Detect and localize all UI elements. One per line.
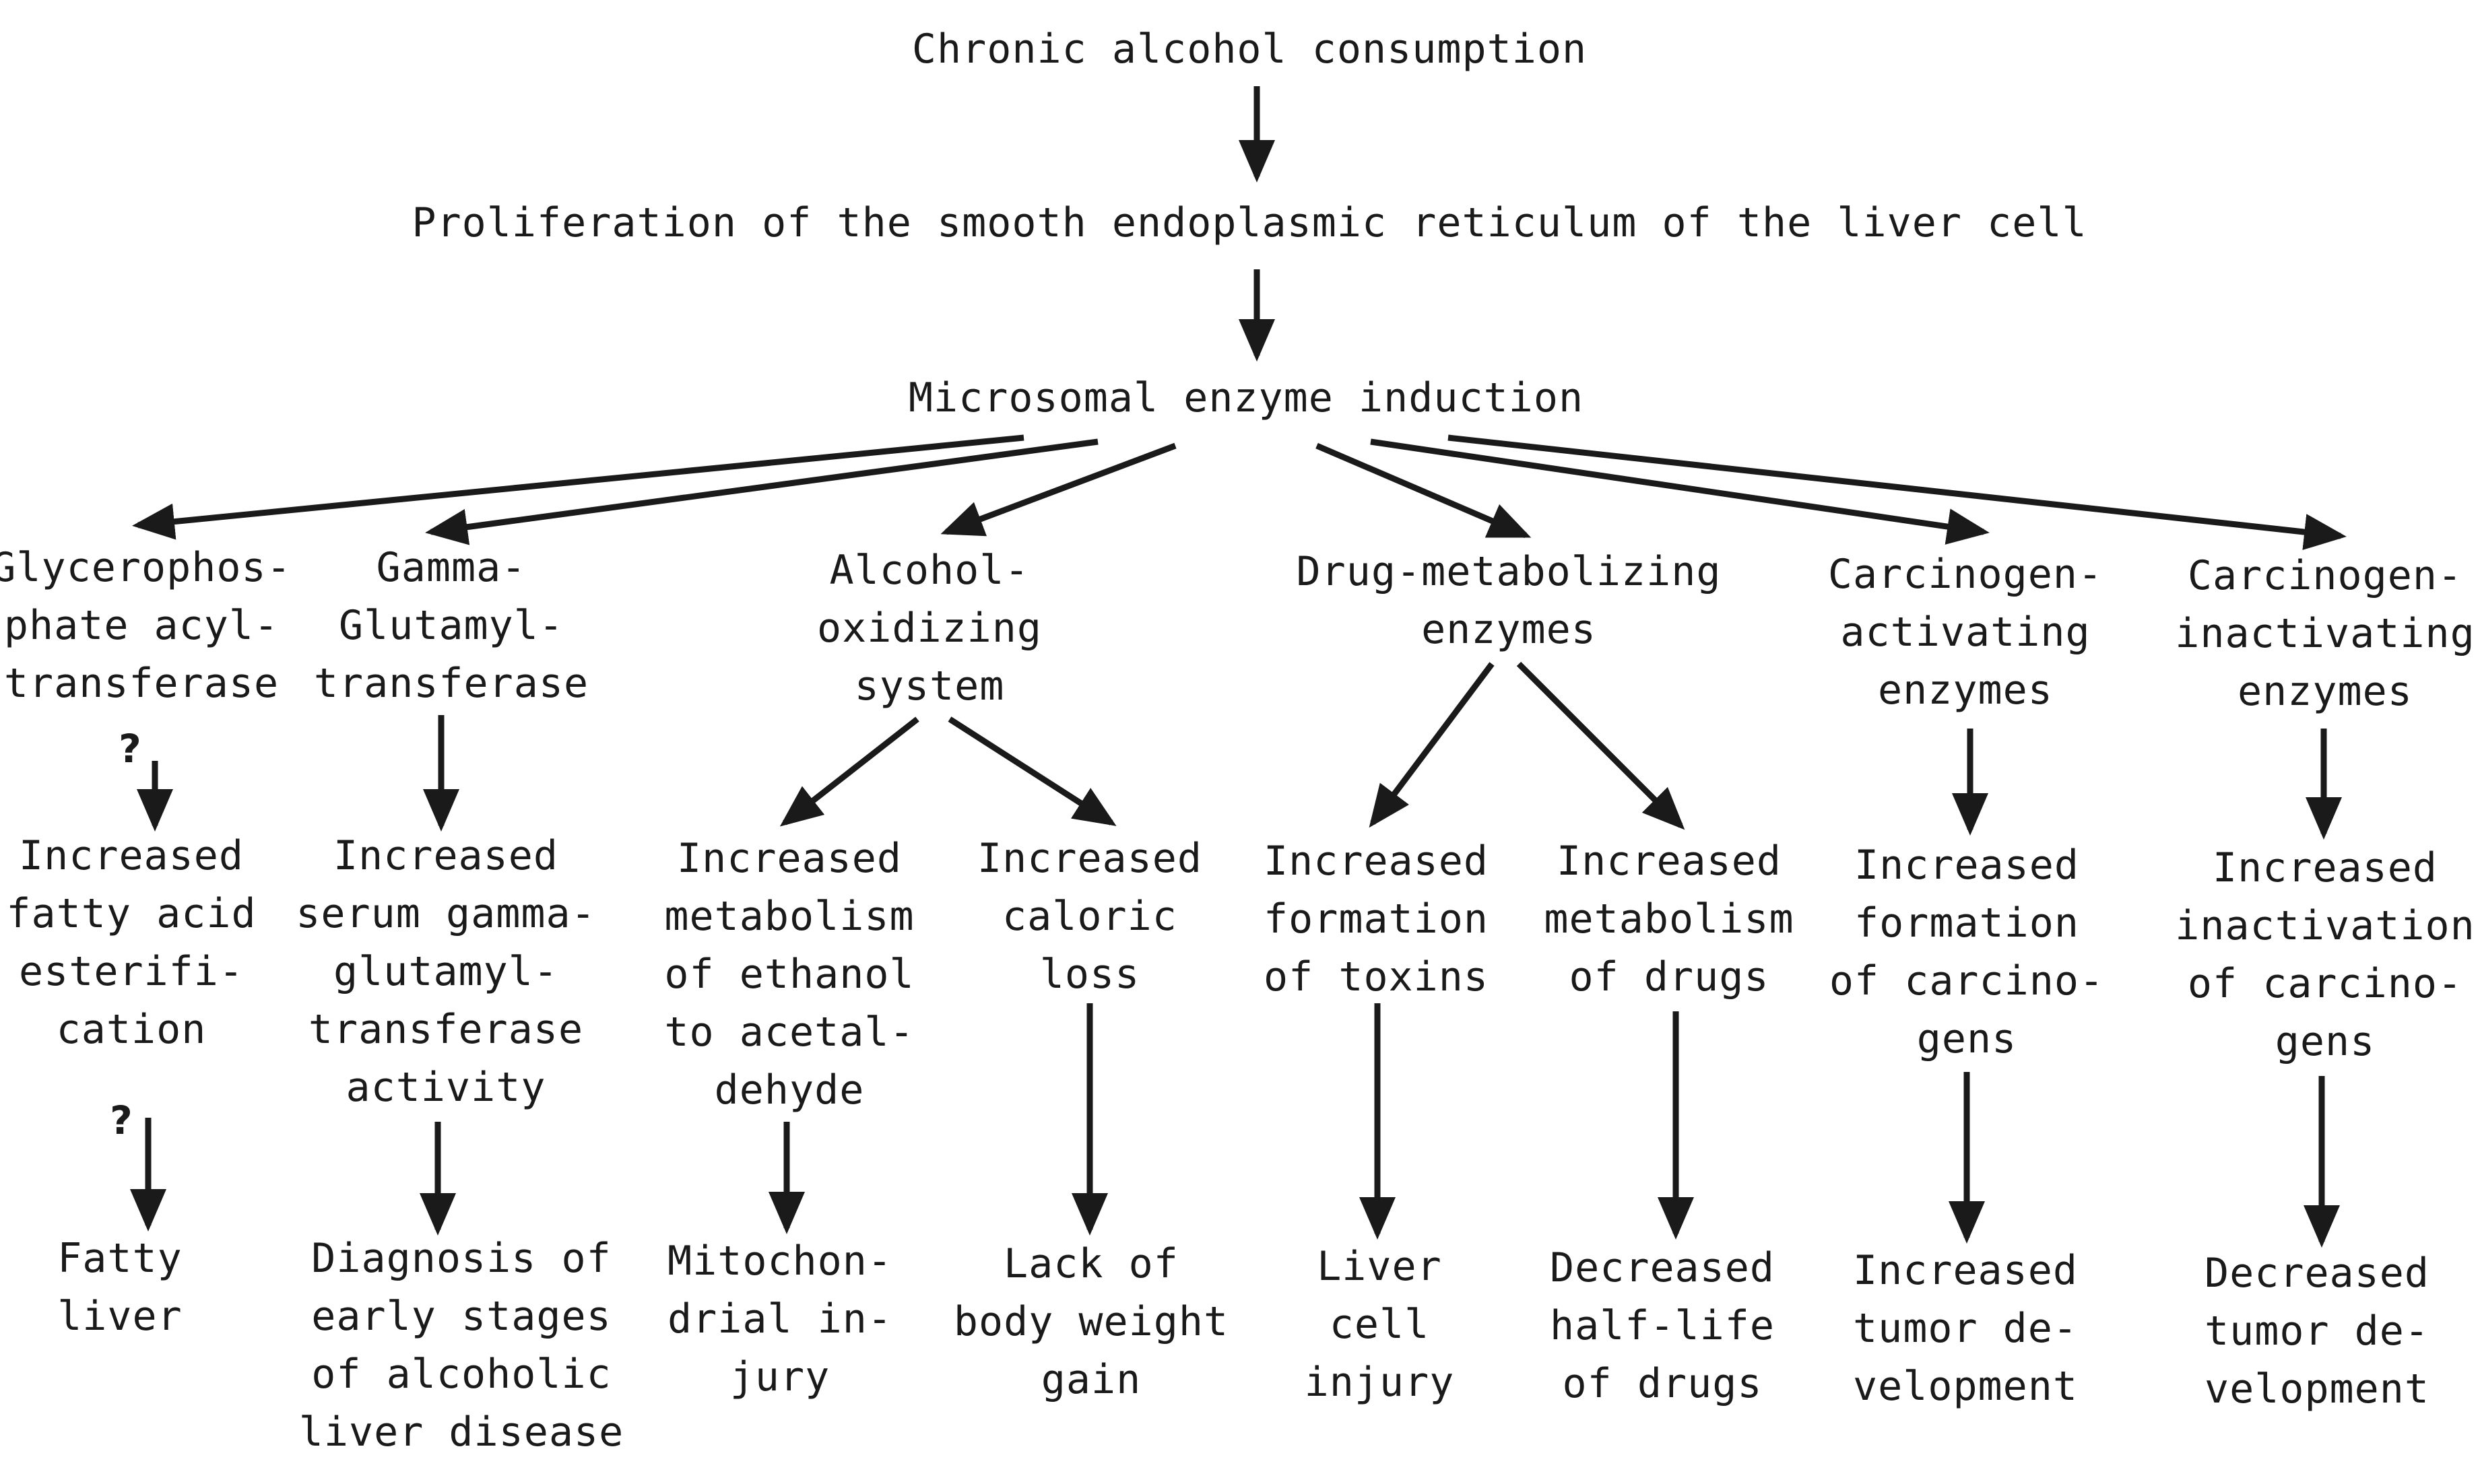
arrow-induction-to-aos [940, 442, 1177, 537]
node-glycerophosphate-acyltransferase: Glycerophos- phate acyl- transferase [0, 544, 292, 707]
node-increased-formation-of-carcinogens: Increased formation of carcino- gens [1829, 842, 2105, 1063]
node-increased-formation-of-toxins: Increased formation of toxins [1263, 838, 1489, 1001]
uncertain-mark-1: ? [119, 726, 141, 772]
node-microsomal-enzyme-induction: Microsomal enzyme induction [908, 374, 1584, 421]
node-increased-caloric-loss: Increased caloric loss [977, 835, 1203, 998]
arrow-induction-to-cie [1447, 434, 2347, 550]
arrow-dme-to-drugs [1516, 661, 1685, 830]
uncertain-mark-2: ? [110, 1098, 133, 1143]
node-diagnosis-early-stages: Diagnosis of early stages of alcoholic l… [298, 1235, 624, 1456]
node-increased-inactivation-of-carcinogens: Increased inactivation of carcino- gens [2175, 844, 2475, 1065]
node-decreased-tumor-development: Decreased tumor de- velopment [2204, 1250, 2430, 1413]
node-increased-serum-ggt-activity: Increased serum gamma- glutamyl- transfe… [296, 832, 596, 1111]
node-carcinogen-activating-enzymes: Carcinogen- activating enzymes [1827, 551, 2103, 714]
node-lack-of-body-weight-gain: Lack of body weight gain [953, 1240, 1229, 1403]
arrow-induction-to-cae [1370, 438, 1990, 545]
node-drug-metabolizing-enzymes: Drug-metabolizing enzymes [1296, 548, 1722, 653]
arrow-induction-to-dme [1315, 442, 1532, 539]
arrow-aos-to-caloric [948, 716, 1117, 826]
arrow-aos-to-metab [779, 716, 919, 827]
arrow-induction-to-glycero [132, 434, 1024, 540]
node-increased-tumor-development: Increased tumor de- velopment [1852, 1247, 2079, 1410]
node-decreased-half-life-of-drugs: Decreased half-life of drugs [1549, 1244, 1775, 1407]
node-fatty-liver: Fatty liver [57, 1235, 183, 1340]
arrow-dme-to-toxins [1369, 662, 1495, 828]
node-increased-ethanol-metabolism: Increased metabolism of ethanol to aceta… [664, 835, 915, 1114]
node-gamma-glutamyltransferase: Gamma- Glutamyl- transferase [313, 544, 589, 707]
node-carcinogen-inactivating-enzymes: Carcinogen- inactivating enzymes [2175, 552, 2475, 715]
node-mitochondrial-injury: Mitochon- drial in- jury [667, 1238, 893, 1401]
node-ser-proliferation: Proliferation of the smooth endoplasmic … [412, 199, 2087, 246]
node-chronic-alcohol-consumption: Chronic alcohol consumption [911, 26, 1588, 73]
arrow-induction-to-ggt [425, 438, 1099, 545]
node-alcohol-oxidizing-system: Alcohol- oxidizing system [816, 547, 1043, 710]
node-increased-metabolism-of-drugs: Increased metabolism of drugs [1544, 838, 1794, 1001]
node-increased-fatty-acid-esterification: Increased fatty acid esterifi- cation [6, 832, 257, 1053]
node-liver-cell-injury: Liver cell injury [1304, 1243, 1455, 1406]
